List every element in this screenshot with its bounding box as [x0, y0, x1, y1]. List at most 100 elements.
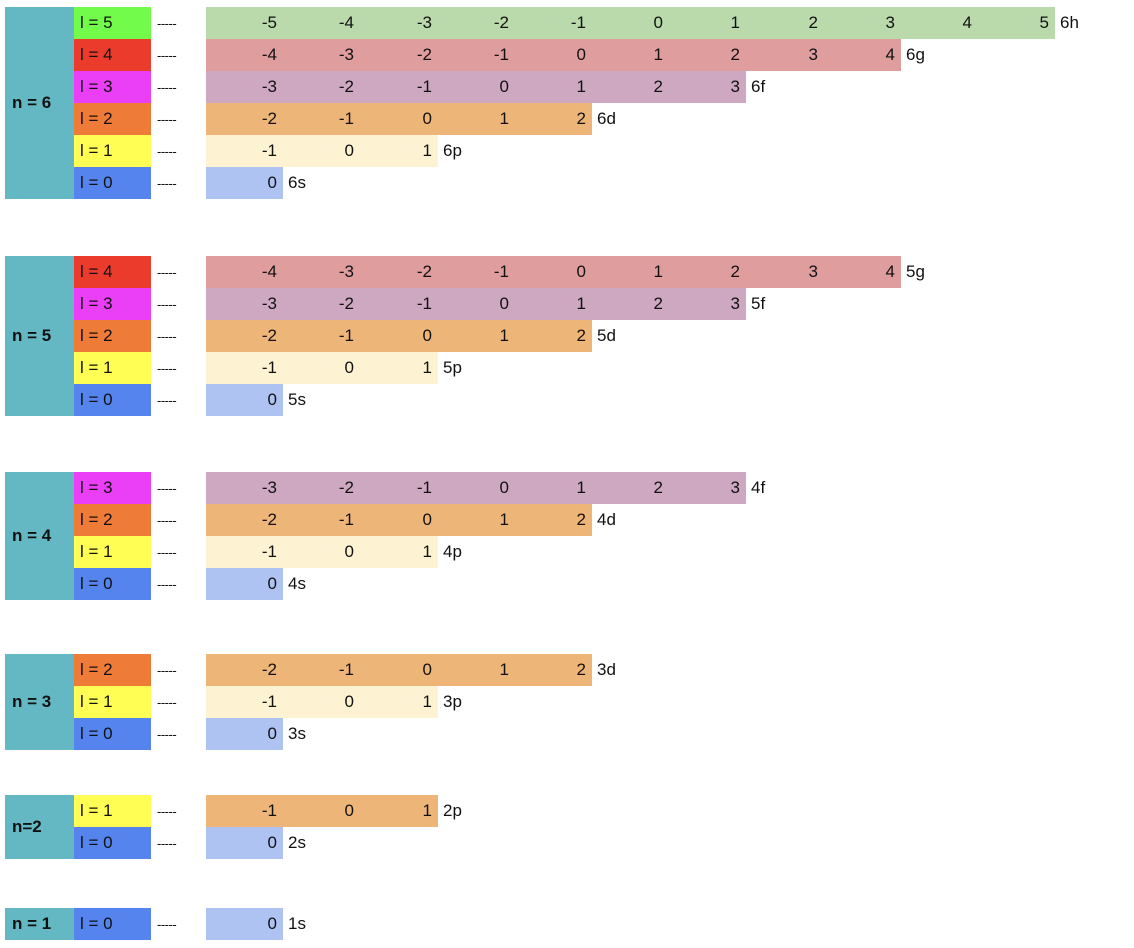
dash-separator: ----- [157, 111, 177, 127]
l-label: l = 2 [74, 654, 151, 686]
ml-value: -2 [206, 320, 283, 352]
ml-value: 0 [206, 827, 283, 859]
ml-value: -1 [438, 39, 515, 71]
dash-separator: ----- [157, 916, 177, 932]
ml-value: -1 [283, 654, 360, 686]
l-label: l = 0 [74, 384, 151, 416]
l-label: l = 0 [74, 568, 151, 600]
l-label: l = 4 [74, 39, 151, 71]
ml-value: 4 [901, 7, 978, 39]
l-label: l = 2 [74, 504, 151, 536]
ml-value: 2 [515, 103, 592, 135]
orbital-label: 2p [443, 801, 462, 820]
ml-value: -1 [283, 103, 360, 135]
ml-value: 3 [746, 256, 824, 288]
ml-value: 1 [592, 39, 669, 71]
ml-value: 2 [592, 288, 669, 320]
dash-separator: ----- [157, 835, 177, 851]
orbital-label: 1s [288, 914, 306, 933]
ml-value: 3 [669, 71, 746, 103]
ml-value: 2 [515, 654, 592, 686]
ml-value: -4 [206, 256, 283, 288]
ml-value: 0 [360, 103, 438, 135]
orbital-label: 5d [597, 326, 616, 345]
dash-separator: ----- [157, 726, 177, 742]
dash-separator: ----- [157, 803, 177, 819]
dash-separator: ----- [157, 47, 177, 63]
ml-value: 2 [592, 472, 669, 504]
ml-value: 0 [206, 568, 283, 600]
n-label: n = 5 [5, 256, 74, 416]
ml-value: -1 [438, 256, 515, 288]
orbital-label: 3s [288, 724, 306, 743]
ml-value: -2 [283, 472, 360, 504]
ml-value: 1 [515, 288, 592, 320]
ml-value: 2 [669, 39, 746, 71]
ml-value: -3 [360, 7, 438, 39]
n-label: n=2 [5, 795, 74, 859]
l-label: l = 1 [74, 352, 151, 384]
l-label: l = 3 [74, 71, 151, 103]
ml-value: 1 [438, 654, 515, 686]
ml-value: -1 [206, 795, 283, 827]
dash-separator: ----- [157, 480, 177, 496]
ml-value: -4 [283, 7, 360, 39]
ml-value: -2 [206, 654, 283, 686]
dash-separator: ----- [157, 544, 177, 560]
ml-value: -2 [360, 256, 438, 288]
dash-separator: ----- [157, 264, 177, 280]
dash-separator: ----- [157, 175, 177, 191]
n-label: n = 6 [5, 7, 74, 199]
ml-value: -2 [360, 39, 438, 71]
ml-value: 1 [438, 320, 515, 352]
dash-separator: ----- [157, 15, 177, 31]
ml-value: 3 [669, 472, 746, 504]
l-label: l = 1 [74, 536, 151, 568]
l-label: l = 0 [74, 908, 151, 940]
ml-value: -3 [283, 256, 360, 288]
dash-separator: ----- [157, 296, 177, 312]
dash-separator: ----- [157, 662, 177, 678]
ml-value: 5 [978, 7, 1055, 39]
ml-value: 0 [360, 654, 438, 686]
ml-value: 1 [360, 135, 438, 167]
orbital-label: 6h [1060, 13, 1079, 32]
ml-value: 1 [515, 71, 592, 103]
ml-value: 0 [283, 135, 360, 167]
ml-value: 4 [824, 39, 901, 71]
l-label: l = 1 [74, 686, 151, 718]
ml-value: 0 [206, 167, 283, 199]
l-label: l = 5 [74, 7, 151, 39]
orbital-label: 6d [597, 109, 616, 128]
ml-value: -2 [206, 504, 283, 536]
ml-value: 1 [360, 686, 438, 718]
dash-separator: ----- [157, 143, 177, 159]
orbital-label: 2s [288, 833, 306, 852]
orbital-label: 5f [751, 294, 766, 313]
ml-value: 1 [669, 7, 746, 39]
ml-value: -4 [206, 39, 283, 71]
orbital-label: 5g [906, 262, 925, 281]
ml-value: -3 [206, 71, 283, 103]
orbital-label: 6f [751, 77, 766, 96]
ml-value: -2 [283, 71, 360, 103]
ml-value: 0 [592, 7, 669, 39]
orbital-label: 5s [288, 390, 306, 409]
orbital-label: 5p [443, 358, 462, 377]
orbital-label: 3p [443, 692, 462, 711]
l-label: l = 1 [74, 135, 151, 167]
ml-value: 0 [283, 686, 360, 718]
ml-value: 2 [669, 256, 746, 288]
ml-value: 0 [206, 908, 283, 940]
ml-value: 2 [515, 320, 592, 352]
ml-value: 1 [360, 795, 438, 827]
ml-value: 0 [206, 718, 283, 750]
orbital-label: 3d [597, 660, 616, 679]
dash-separator: ----- [157, 694, 177, 710]
ml-value: -1 [360, 71, 438, 103]
ml-value: -1 [283, 320, 360, 352]
l-label: l = 1 [74, 795, 151, 827]
ml-value: 1 [360, 536, 438, 568]
dash-separator: ----- [157, 360, 177, 376]
ml-value: -2 [283, 288, 360, 320]
